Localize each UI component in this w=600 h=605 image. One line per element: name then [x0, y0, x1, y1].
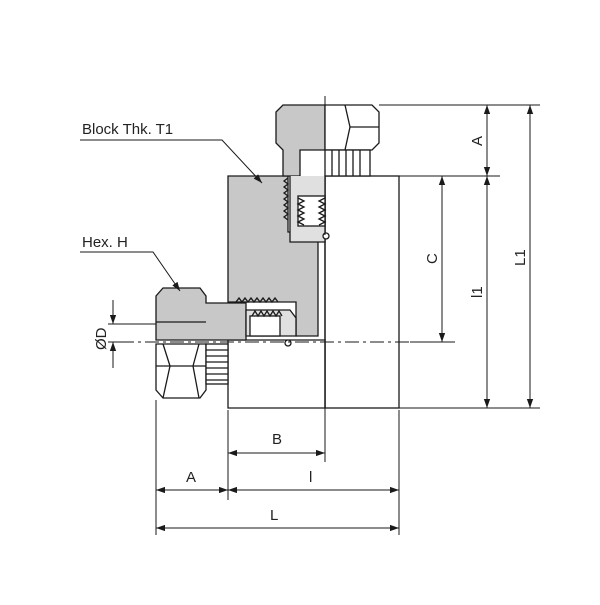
label-hex: Hex. H [82, 234, 128, 251]
left-hex-fitting [155, 287, 297, 399]
block-lower-left [227, 339, 326, 409]
block-body [227, 175, 400, 409]
block-section-left [227, 175, 319, 337]
left-hex-section [155, 287, 247, 341]
label-l: l [309, 469, 312, 486]
label-L1: L1 [512, 249, 529, 266]
leader-block [80, 139, 263, 184]
label-block-thickness: Block Thk. T1 [82, 121, 173, 138]
leader-hex [80, 251, 181, 292]
label-A-bottom: A [186, 469, 196, 486]
label-diameter: ØD [93, 327, 110, 350]
block-right-half [324, 175, 400, 409]
left-hex-exterior [155, 343, 207, 399]
label-A-top: A [469, 136, 486, 146]
center-lines [120, 96, 410, 420]
leaders [80, 139, 263, 292]
label-B: B [272, 431, 282, 448]
label-L: L [270, 507, 278, 524]
dimension-lines [108, 105, 534, 532]
label-l1: l1 [469, 286, 486, 298]
top-hex-section [275, 104, 326, 177]
top-hex-fitting [275, 104, 380, 243]
label-C: C [424, 253, 441, 264]
